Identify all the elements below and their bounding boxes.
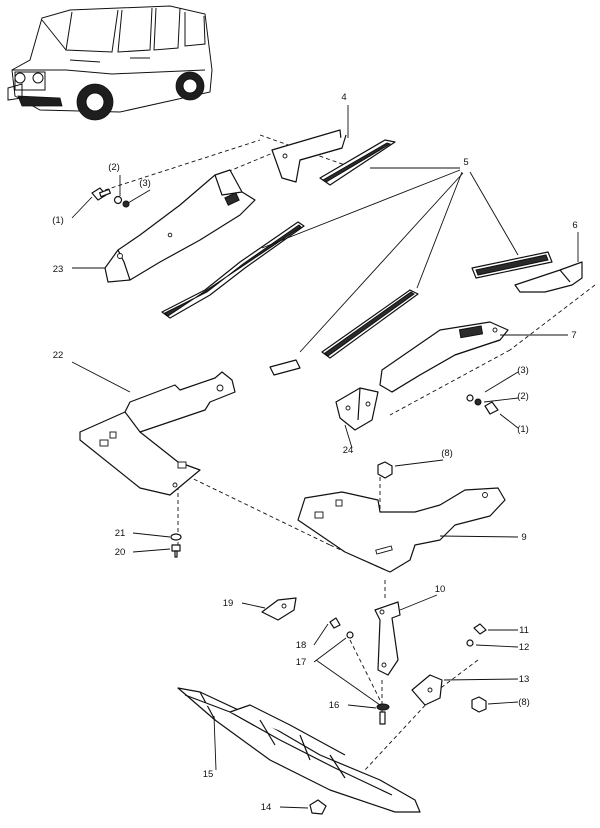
part-19-clip[interactable] bbox=[261, 597, 297, 621]
callout-label-l21: 21 bbox=[115, 528, 126, 539]
part-15-skid-panel[interactable] bbox=[177, 687, 421, 813]
callout-label-l2a: (2) bbox=[108, 162, 120, 173]
callout-label-l6: 6 bbox=[572, 220, 577, 231]
callout-label-l4: 4 bbox=[341, 92, 346, 103]
fasteners bbox=[91, 187, 499, 815]
callout-label-l11: 11 bbox=[519, 625, 529, 636]
callout-label-l3a: (3) bbox=[139, 178, 151, 189]
callout-label-l16: 16 bbox=[329, 700, 340, 711]
callout-labels: 4 5 6 7 (2) (3) (1) 23 22 (3) (2) (1) 24 (8) 9 21 20 10 19… bbox=[52, 92, 577, 813]
callout-label-l8a: (8) bbox=[441, 448, 453, 459]
vehicle-illustration bbox=[7, 5, 213, 121]
part-10-bracket[interactable] bbox=[374, 601, 401, 676]
callout-label-l20: 20 bbox=[115, 547, 126, 558]
callout-label-l15: 15 bbox=[203, 769, 214, 780]
callout-label-l10: 10 bbox=[435, 584, 446, 595]
part-5-seal-strips[interactable] bbox=[161, 139, 553, 376]
callout-label-l18: 18 bbox=[296, 640, 307, 651]
part-24-bracket[interactable] bbox=[335, 387, 379, 431]
callout-label-l22: 22 bbox=[53, 350, 64, 361]
callout-label-l5: 5 bbox=[463, 157, 468, 168]
callout-label-l9: 9 bbox=[521, 532, 526, 543]
callout-label-l1a: (1) bbox=[52, 215, 64, 226]
part-4-bracket[interactable] bbox=[271, 129, 347, 183]
callout-label-l8b: (8) bbox=[518, 697, 530, 708]
part-22-plate[interactable] bbox=[79, 371, 236, 496]
assembly-lines bbox=[104, 134, 596, 771]
callout-label-l19: 19 bbox=[223, 598, 234, 609]
callout-label-l7: 7 bbox=[571, 330, 576, 341]
callout-label-l3b: (3) bbox=[517, 365, 529, 376]
callout-label-l1b: (1) bbox=[517, 424, 529, 435]
callout-label-l2b: (2) bbox=[517, 391, 529, 402]
leader-lines bbox=[71, 105, 579, 809]
part-13-clip[interactable] bbox=[411, 674, 443, 706]
callout-label-l13: 13 bbox=[519, 674, 530, 685]
part-9-plate[interactable] bbox=[297, 487, 506, 573]
callout-label-l12: 12 bbox=[519, 642, 530, 653]
part-23-bracket[interactable] bbox=[104, 169, 256, 283]
callout-label-l17: 17 bbox=[296, 657, 307, 668]
part-7-member[interactable] bbox=[379, 321, 509, 393]
callout-label-l23: 23 bbox=[53, 264, 64, 275]
part-6-bracket[interactable] bbox=[514, 261, 583, 293]
callout-label-l14: 14 bbox=[261, 802, 272, 813]
callout-label-l24: 24 bbox=[343, 445, 354, 456]
